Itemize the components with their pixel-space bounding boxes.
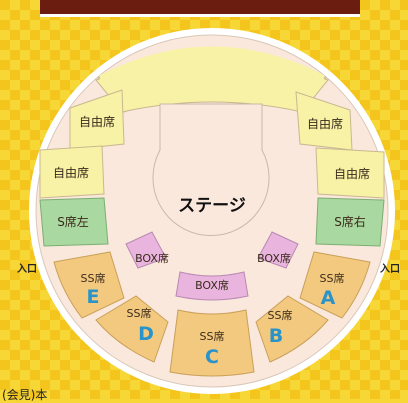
venue-photo <box>40 0 360 14</box>
ss-seat-a-letter: A <box>321 287 336 309</box>
ss-seat-c-letter: C <box>205 346 219 368</box>
free-seat-left-top[interactable] <box>69 89 125 151</box>
stage <box>152 103 270 237</box>
ss-seat-b[interactable] <box>255 295 329 363</box>
free-seat-right-bottom-label: 自由席 <box>334 166 370 181</box>
ss-seat-b-letter: B <box>269 325 283 347</box>
ss-seat-c-label: SS席 <box>200 329 225 343</box>
box-seat-left-label: BOX席 <box>135 251 169 265</box>
footer-note: (会見)本 <box>2 388 48 402</box>
ss-seat-e[interactable] <box>53 251 125 319</box>
box-seat-left[interactable] <box>125 231 167 269</box>
s-seat-right-label: S席右 <box>334 214 366 229</box>
free-seat-left-bottom-label: 自由席 <box>53 165 89 180</box>
free-seat-right-top-label: 自由席 <box>307 116 343 131</box>
ss-seat-e-letter: E <box>87 286 100 308</box>
entrance-left-label: 入口 <box>17 263 37 275</box>
entrance-right-label: 入口 <box>380 263 400 275</box>
ss-seat-d[interactable] <box>95 295 169 363</box>
ss-seat-c[interactable] <box>169 309 255 377</box>
ss-seat-a-label: SS席 <box>320 271 345 285</box>
ss-seat-d-label: SS席 <box>127 306 152 320</box>
stage-label: ステージ <box>178 196 246 216</box>
box-seat-right[interactable] <box>257 231 299 269</box>
ss-seat-a[interactable] <box>299 251 371 319</box>
free-seat-left-bottom[interactable] <box>39 145 105 199</box>
s-seat-right[interactable] <box>315 197 385 247</box>
box-seat-center-label: BOX席 <box>195 278 229 292</box>
ss-seat-e-label: SS席 <box>81 271 106 285</box>
box-seat-right-label: BOX席 <box>257 251 291 265</box>
box-seat-center[interactable] <box>175 271 249 301</box>
s-seat-left-label: S席左 <box>57 214 89 229</box>
free-seat-left-top-label: 自由席 <box>79 114 115 129</box>
ss-seat-d-letter: D <box>138 323 154 345</box>
free-seat-right-bottom[interactable] <box>315 147 385 199</box>
s-seat-left[interactable] <box>39 197 109 247</box>
ss-seat-b-label: SS席 <box>268 308 293 322</box>
